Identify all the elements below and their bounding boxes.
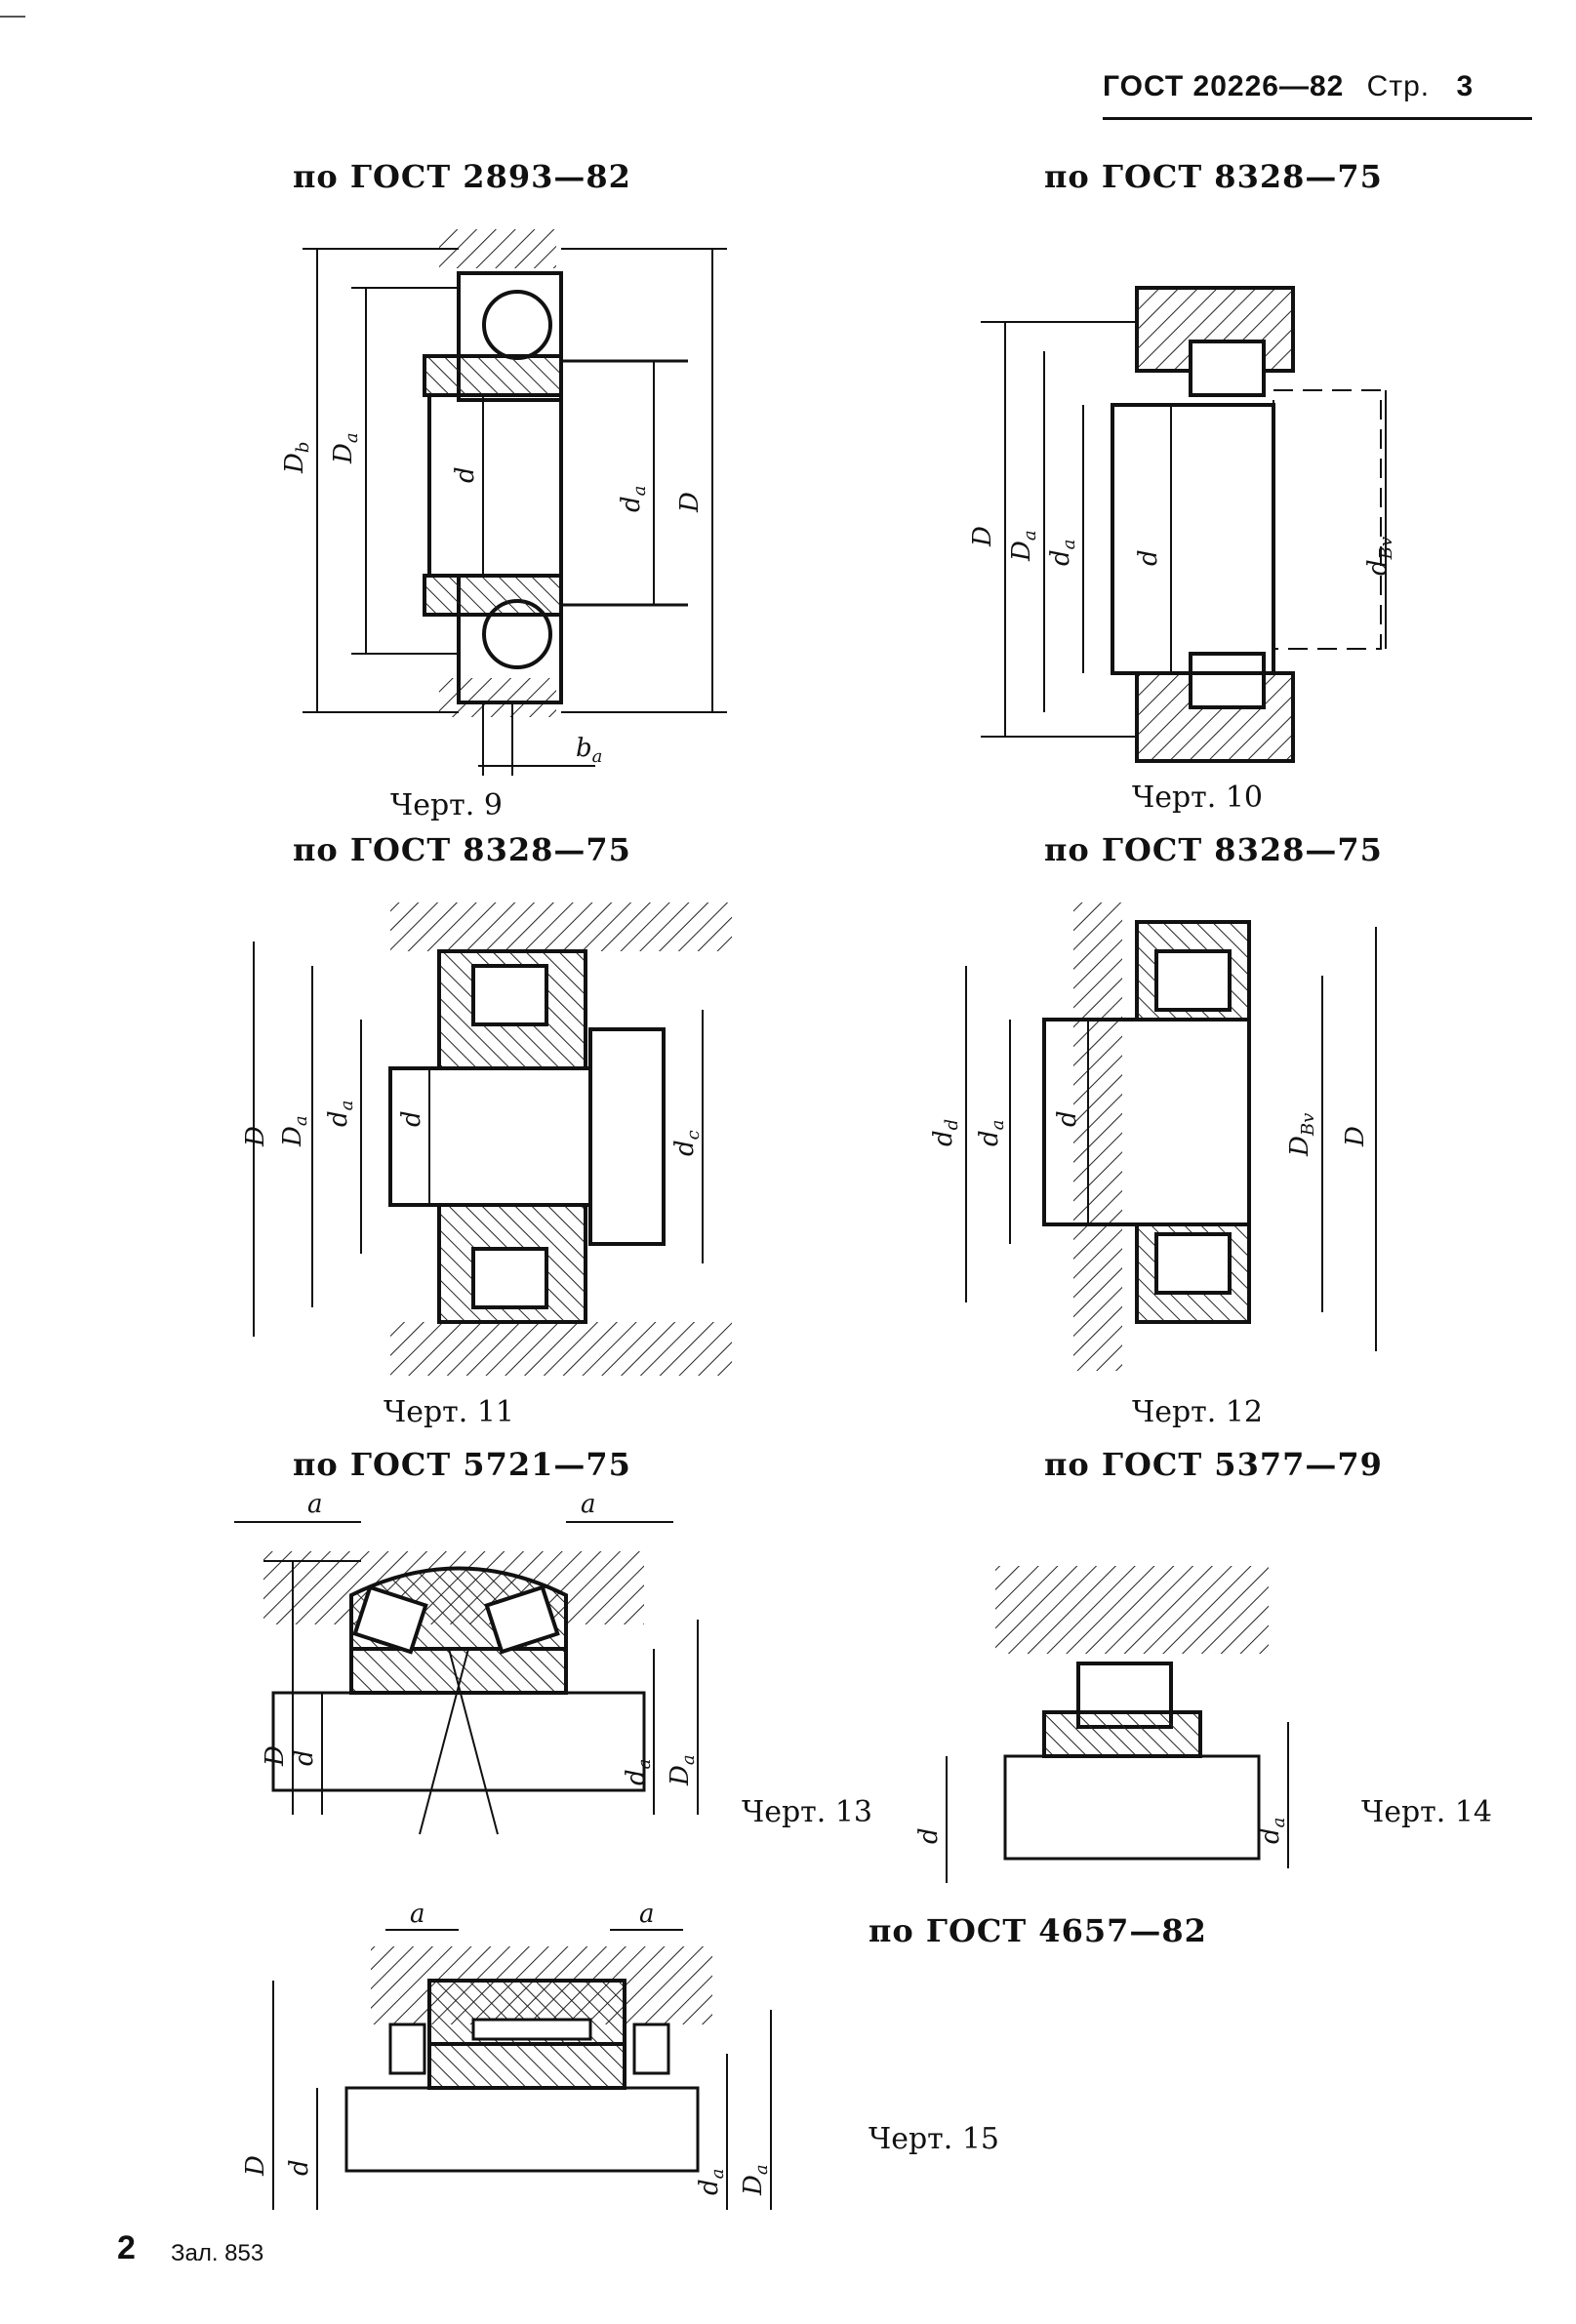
fig15-drawing: a a D d da Da — [241, 1900, 772, 2210]
fig9-drawing: Db Da d da D ba — [280, 229, 727, 776]
svg-text:a: a — [639, 1900, 655, 1929]
page-label: Стр. — [1366, 70, 1431, 102]
svg-text:a: a — [581, 1490, 596, 1519]
fig10-standard: по ГОСТ 8328—75 — [1044, 158, 1383, 195]
fig15-caption: Черт. 15 — [869, 2122, 999, 2156]
svg-text:a: a — [410, 1900, 425, 1929]
footer-order: Зал. 853 — [171, 2240, 264, 2266]
svg-text:dd: dd — [929, 1119, 962, 1146]
header-rule — [1103, 117, 1532, 120]
svg-text:a: a — [307, 1490, 323, 1519]
svg-text:d: d — [1134, 549, 1163, 566]
document-title: ГОСТ 20226—82 — [1103, 70, 1345, 102]
fig11-standard: по ГОСТ 8328—75 — [293, 831, 631, 868]
svg-text:dBv: dBv — [1363, 537, 1396, 576]
fig11-drawing: D Da da d dc — [241, 902, 732, 1376]
fig12-caption: Черт. 12 — [1132, 1395, 1263, 1429]
svg-text:Da: Da — [1007, 530, 1040, 562]
svg-text:d: d — [290, 1749, 319, 1766]
svg-text:D: D — [675, 492, 705, 513]
fig9-standard: по ГОСТ 2893—82 — [293, 158, 631, 195]
svg-text:D: D — [261, 1745, 290, 1767]
fig11-caption: Черт. 11 — [384, 1395, 514, 1429]
fig10-caption: Черт. 10 — [1132, 781, 1263, 815]
svg-text:Da: Da — [329, 432, 362, 464]
fig13-caption: Черт. 13 — [742, 1795, 872, 1829]
svg-text:d: d — [285, 2159, 314, 2176]
fig12-standard: по ГОСТ 8328—75 — [1044, 831, 1383, 868]
svg-text:da: da — [695, 2169, 728, 2195]
svg-text:da: da — [324, 1101, 357, 1127]
svg-text:da: da — [622, 1759, 655, 1785]
svg-text:d: d — [451, 466, 480, 483]
fig13-drawing: a a D d da Da — [234, 1490, 699, 1835]
fig14-standard: по ГОСТ 5377—79 — [1044, 1446, 1383, 1483]
svg-text:D: D — [968, 526, 997, 547]
svg-text:ba: ba — [576, 734, 602, 767]
svg-text:D: D — [241, 1126, 270, 1147]
fig12-drawing: dd da d DBv D — [929, 902, 1377, 1371]
svg-text:da: da — [1046, 540, 1079, 566]
fig14-caption: Черт. 14 — [1361, 1795, 1492, 1829]
svg-text:Da: Da — [666, 1754, 699, 1786]
svg-text:da: da — [617, 486, 650, 512]
page-header: ГОСТ 20226—82 Стр. 3 — [1103, 70, 1474, 103]
svg-text:d: d — [1053, 1110, 1082, 1127]
fig10-drawing: D Da da d dBv — [968, 286, 1396, 763]
fig14-drawing: d da — [914, 1566, 1289, 1883]
footer-page-number: 2 — [117, 2229, 136, 2266]
svg-text:Db: Db — [280, 442, 313, 474]
svg-text:D: D — [1341, 1126, 1370, 1147]
svg-text:d: d — [914, 1827, 944, 1844]
fig15-standard: по ГОСТ 4657—82 — [869, 1912, 1207, 1949]
fig13-standard: по ГОСТ 5721—75 — [293, 1446, 631, 1483]
svg-text:dc: dc — [670, 1130, 704, 1156]
svg-text:DBv: DBv — [1285, 1113, 1318, 1157]
corner-mark — [0, 16, 25, 18]
svg-text:d: d — [397, 1110, 426, 1127]
page-number: 3 — [1456, 70, 1475, 102]
svg-text:Da: Da — [739, 2164, 772, 2196]
svg-text:Da: Da — [278, 1115, 311, 1147]
svg-text:da: da — [1256, 1818, 1289, 1844]
fig9-caption: Черт. 9 — [390, 788, 503, 822]
svg-text:da: da — [975, 1120, 1008, 1146]
svg-text:D: D — [241, 2155, 270, 2177]
